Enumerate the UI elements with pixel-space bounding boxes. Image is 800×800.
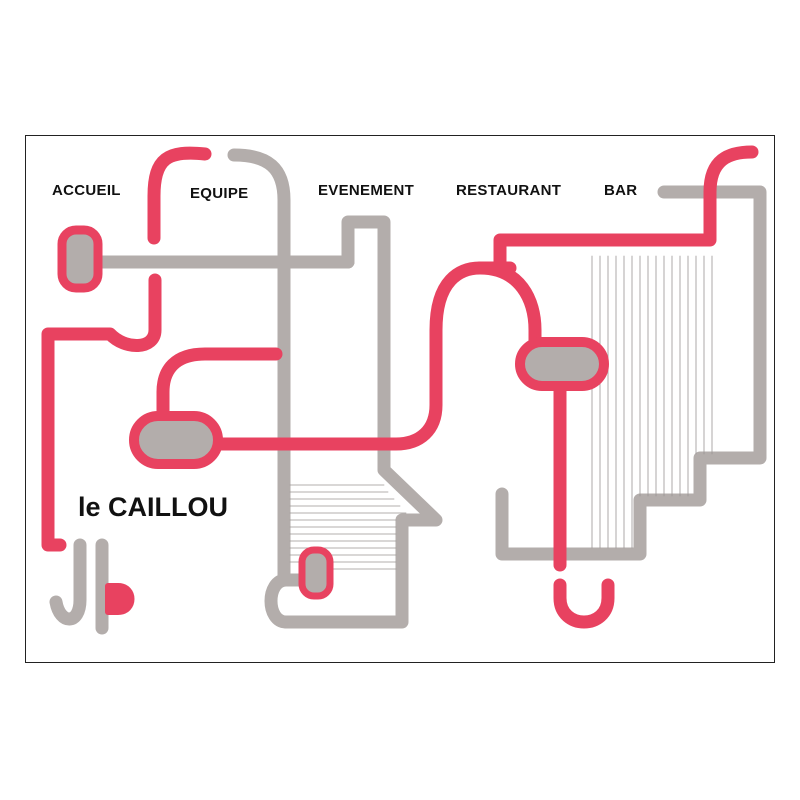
nav-evenement[interactable]: EVENEMENT xyxy=(318,182,415,199)
nav-bar[interactable]: BAR xyxy=(604,182,638,199)
nav-equipe[interactable]: EQUIPE xyxy=(190,185,249,202)
stair-lines-center xyxy=(289,484,407,570)
jb-logo-pink xyxy=(105,583,135,615)
capsule-left xyxy=(57,225,103,293)
capsule-right xyxy=(515,337,609,391)
gray-pipes xyxy=(49,148,767,635)
nav-accueil[interactable]: ACCUEIL xyxy=(52,182,121,199)
nav-restaurant[interactable]: RESTAURANT xyxy=(456,182,562,199)
stair-lines-right xyxy=(591,255,713,549)
pink-pipes xyxy=(41,145,759,629)
capsule-center-left xyxy=(129,411,223,469)
capsule-bottom xyxy=(298,546,334,600)
brand-name: le CAILLOU xyxy=(78,492,229,522)
